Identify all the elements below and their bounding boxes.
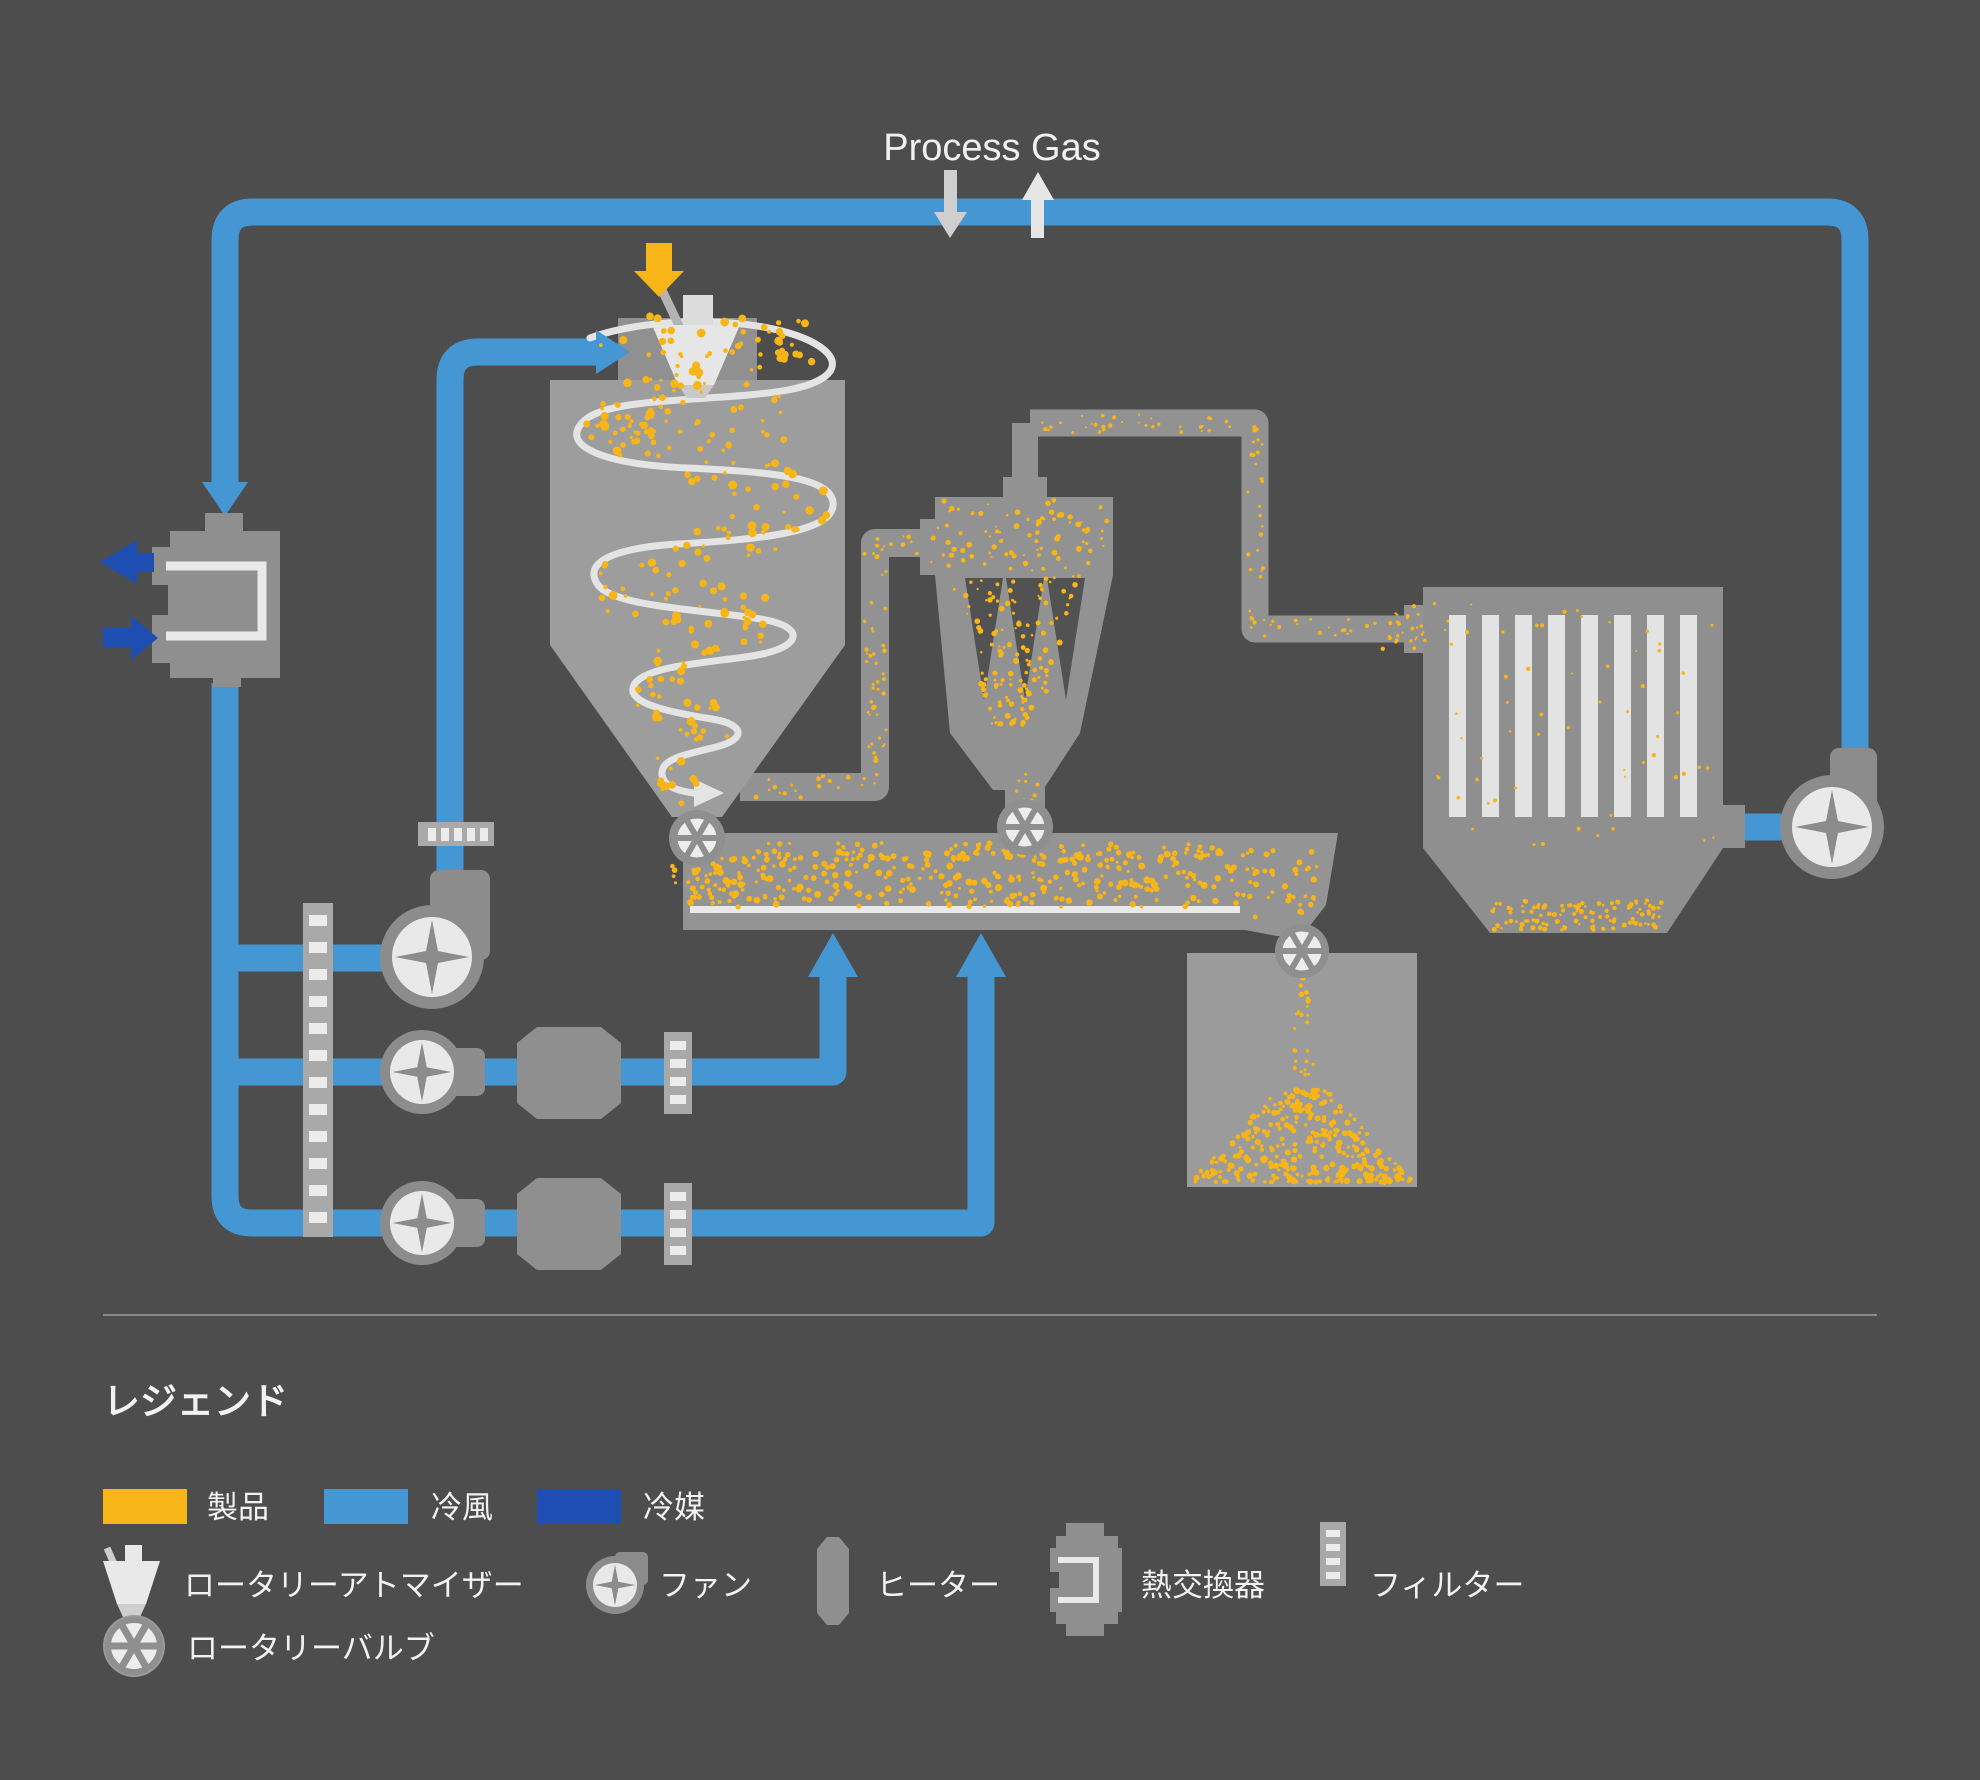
- fluidbed-pipe-2: [455, 972, 995, 1237]
- bag-filter-bags: [1449, 615, 1697, 817]
- filter-icon: [1320, 1522, 1346, 1586]
- rotary-valve-icon: [103, 1615, 165, 1677]
- cyclone-separator: [920, 477, 1113, 814]
- inline-filter-1: [418, 822, 494, 846]
- fluidbed-pipe-1: [455, 972, 847, 1086]
- cold-air-swatch: [324, 1489, 408, 1524]
- hx-outlet-pipe: [211, 683, 392, 1237]
- chamber-to-cyclone-duct: [740, 529, 922, 801]
- inline-filter-2: [664, 1032, 692, 1114]
- refrigerant-in-arrow: [103, 616, 158, 660]
- product-swatch-label: 製品: [207, 1490, 269, 1525]
- heater-2: [517, 1178, 621, 1270]
- spiral-end-arrow: [694, 779, 724, 807]
- trough-air-arrow-2: [956, 933, 1006, 977]
- fluidbed-air-arrows: [808, 933, 1006, 977]
- product-particles: [583, 312, 1715, 1185]
- spray-spiral: [573, 318, 837, 797]
- process-gas-label: Process Gas: [883, 127, 1101, 169]
- chamber-supply-fan: [380, 870, 490, 1009]
- heater-1: [517, 1027, 621, 1119]
- fluid-bed-trough: [683, 833, 1338, 936]
- tall-filter: [303, 903, 333, 1237]
- rotary-atomizer-label: ロータリーアトマイザー: [184, 1568, 524, 1603]
- heaters: [517, 1027, 621, 1270]
- fluidbed-fan-1: [380, 1030, 485, 1114]
- cyclone-cones: [965, 578, 1085, 700]
- process-gas-arrows: [934, 170, 1054, 238]
- bag-filter: [1423, 587, 1745, 933]
- spray-chamber: [550, 243, 845, 817]
- refrigerant-swatch-label: 冷媒: [643, 1490, 705, 1525]
- fan-icon: [586, 1552, 648, 1614]
- trough-plate: [690, 906, 1240, 913]
- cyclone-to-bagfilter-duct: [1030, 409, 1412, 643]
- product-swatch: [103, 1489, 187, 1524]
- legend-divider: [103, 1314, 1877, 1316]
- bagfilter-outlet-stub: [1723, 805, 1745, 848]
- heater-icon: [817, 1537, 849, 1625]
- rotary-atomizer-icon: [103, 1545, 160, 1617]
- fluidbed-fan-2: [380, 1181, 485, 1265]
- fan-label: ファン: [659, 1568, 752, 1603]
- chamber-supply-pipe: [436, 338, 596, 880]
- cold-air-swatch-label: 冷風: [431, 1490, 493, 1525]
- filter-label: フィルター: [1370, 1568, 1524, 1603]
- product-feed-arrow: [634, 243, 684, 297]
- inline-filter-3: [664, 1183, 692, 1265]
- hx-inlet-arrow: [202, 482, 248, 516]
- hx-coil: [166, 561, 267, 641]
- process-gas-up-arrow: [1022, 172, 1054, 238]
- heat-exchanger-label: 熱交換器: [1141, 1568, 1265, 1603]
- process-gas-down-arrow: [934, 170, 967, 238]
- refrigerant-swatch: [537, 1489, 621, 1524]
- legend: レジェンド 製品 冷風 冷媒 ロータリーアトマイザー ファン ヒーター: [103, 1381, 1524, 1677]
- chamber-rotary-valve: [669, 810, 725, 866]
- rotary-valve-label: ロータリーバルブ: [187, 1631, 435, 1666]
- cyclone-rotary-valve: [997, 799, 1053, 855]
- exhaust-fan: [1780, 748, 1884, 879]
- chamber-inlet-arrow: [596, 330, 630, 374]
- trough-air-arrow-1: [808, 933, 858, 977]
- heater-label: ヒーター: [876, 1568, 1000, 1603]
- legend-title: レジェンド: [103, 1381, 288, 1422]
- heat-exchanger: [100, 513, 280, 687]
- heat-exchanger-icon: [1050, 1523, 1122, 1636]
- refrigerant-out-arrow: [100, 540, 154, 584]
- product-rotary-valve: [1275, 924, 1329, 978]
